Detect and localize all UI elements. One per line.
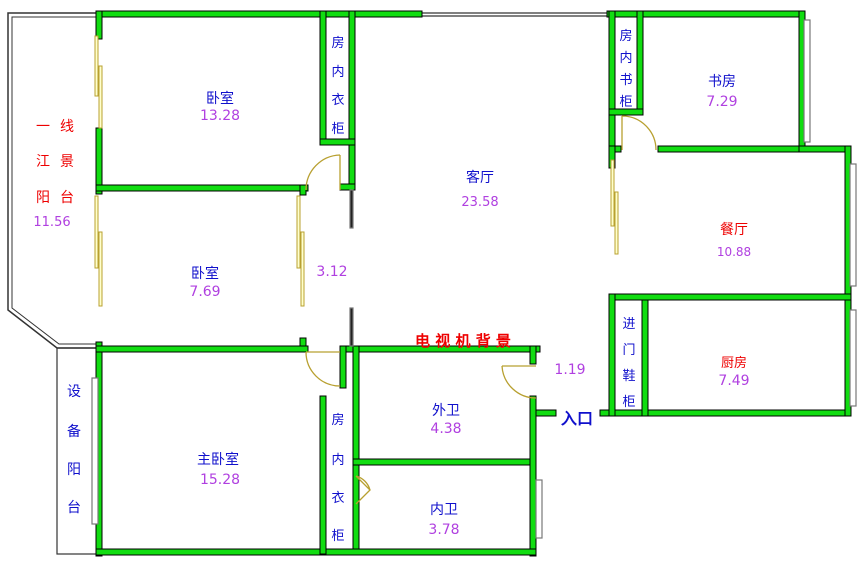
bookcase-char: 内: [619, 50, 632, 66]
hallway-area: 3.12: [316, 264, 347, 280]
entry-lobby-area: 1.19: [554, 362, 585, 378]
bedroom-top-name: 卧室: [206, 90, 234, 107]
living-room-name: 客厅: [466, 169, 494, 186]
master-bath-name: 内卫: [430, 502, 458, 518]
equipment-balcony-char: 台: [67, 500, 81, 516]
dining-room-name: 餐厅: [720, 222, 748, 238]
shoe-cabinet-char: 门: [622, 343, 635, 358]
kitchen-area: 7.49: [718, 373, 749, 389]
lower-wardrobe-char: 柜: [331, 529, 344, 544]
window-lines: [91, 19, 857, 539]
tv-wall-label: 电 视 机 背 景: [415, 332, 511, 350]
balcony-river-char: 景: [60, 154, 74, 170]
kitchen-name: 厨房: [721, 355, 747, 371]
equipment-balcony-char: 备: [67, 423, 81, 440]
top-wardrobe-char: 房: [331, 35, 344, 51]
dining-room-area: 10.88: [717, 245, 751, 259]
balcony-river-char: 一: [36, 119, 50, 135]
balcony-river-area: 11.56: [33, 215, 70, 230]
balcony-river-char: 阳: [36, 190, 50, 206]
guest-bath-area: 4.38: [430, 421, 461, 437]
master-bedroom-name: 主卧室: [197, 451, 239, 468]
lower-wardrobe-char: 房: [331, 412, 344, 428]
entrance-label: 入口: [561, 409, 593, 428]
lower-wardrobe-char: 内: [331, 452, 344, 468]
master-bath-area: 3.78: [428, 522, 459, 538]
bookcase-char: 房: [619, 28, 632, 44]
river-view-balcony-inner: [11, 16, 96, 345]
lower-wardrobe-char: 衣: [331, 490, 344, 506]
balcony-river-char: 线: [60, 119, 74, 135]
master-bedroom-area: 15.28: [200, 472, 240, 488]
bedroom-mid-name: 卧室: [191, 265, 219, 282]
top-wardrobe-char: 内: [331, 64, 344, 80]
balcony-river-char: 台: [60, 190, 74, 206]
bookcase-char: 柜: [619, 95, 632, 110]
door-swings: [305, 115, 657, 505]
walls: [95, 10, 852, 557]
bedroom-top-area: 13.28: [200, 108, 240, 124]
equipment-balcony-char: 设: [67, 384, 81, 400]
study-name: 书房: [708, 74, 736, 90]
top-wardrobe-char: 柜: [331, 122, 344, 137]
bookcase-char: 书: [619, 73, 632, 88]
balcony-river-char: 江: [36, 154, 50, 170]
top-wardrobe-char: 衣: [331, 92, 344, 108]
study-area: 7.29: [706, 94, 737, 110]
living-room-area: 23.58: [461, 195, 498, 210]
shoe-cabinet-char: 柜: [622, 395, 635, 410]
sliding-doors: [94, 35, 619, 307]
river-view-balcony-outline: [7, 12, 98, 349]
bedroom-mid-area: 7.69: [189, 284, 220, 300]
guest-bath-name: 外卫: [432, 403, 460, 419]
shoe-cabinet-char: 鞋: [622, 368, 635, 384]
equipment-balcony-char: 阳: [67, 462, 81, 478]
shoe-cabinet-char: 进: [622, 317, 635, 332]
